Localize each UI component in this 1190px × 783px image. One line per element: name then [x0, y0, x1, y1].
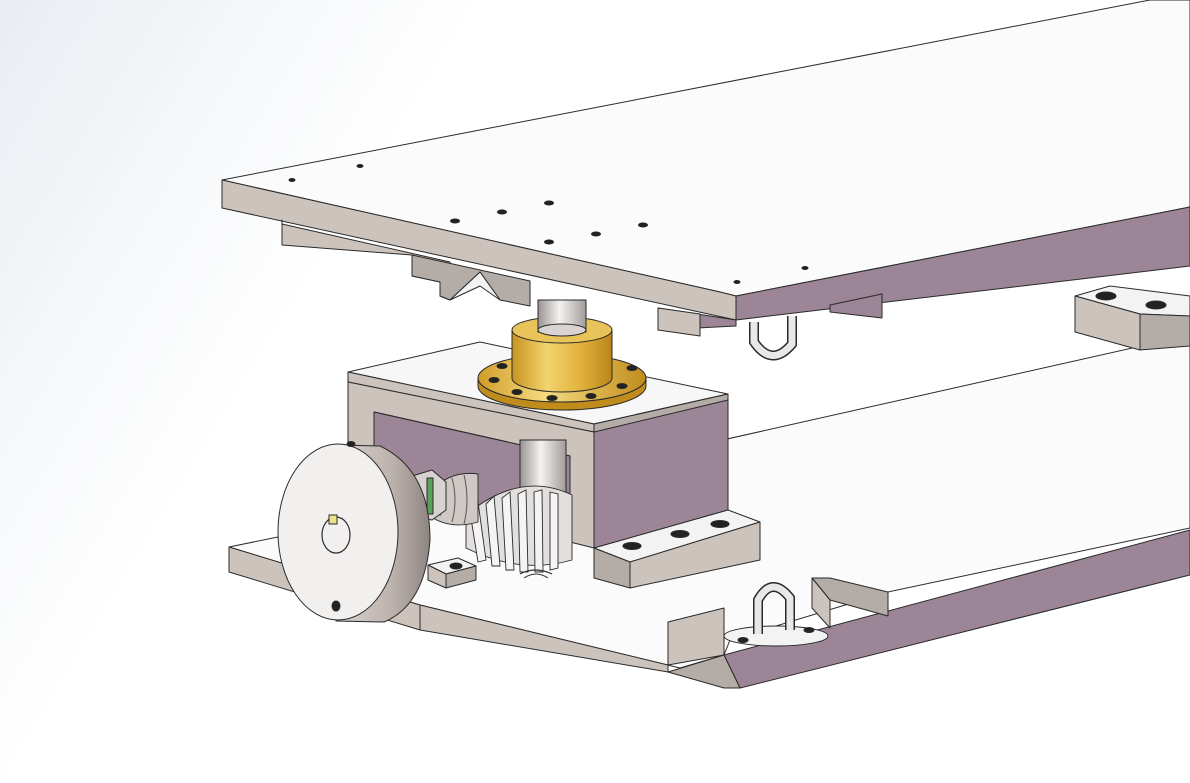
handwheel[interactable]: [277, 441, 431, 623]
top-plate: [221, 0, 1190, 337]
shaft-key: [328, 514, 338, 525]
clamp-block-right: [1074, 285, 1190, 351]
lifting-eye-lower: [723, 582, 829, 647]
bearing-seal: [426, 477, 434, 515]
brass-flange-nut: [477, 299, 647, 411]
worm-gear: [429, 472, 573, 579]
lifting-eye-upper: [749, 316, 797, 361]
